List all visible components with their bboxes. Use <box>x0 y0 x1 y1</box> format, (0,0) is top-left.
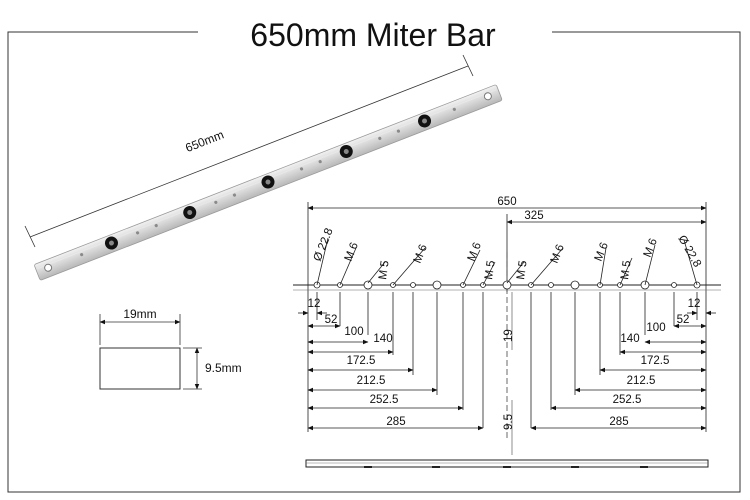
left-dim-label: 100 <box>344 326 363 338</box>
plan-hole <box>570 280 580 290</box>
photo-small-hole <box>80 253 84 257</box>
photo-disc <box>418 114 432 128</box>
page-title: 650mm Miter Bar <box>250 17 496 53</box>
callout-m5: M 5 <box>377 260 392 281</box>
bar-photo: 650mm <box>24 54 503 281</box>
photo-length-dimension-line <box>29 65 469 238</box>
right-dim-label: 252.5 <box>613 394 642 406</box>
photo-small-hole <box>135 231 140 235</box>
callout-m6: M 6 <box>466 241 484 263</box>
plan-hole <box>363 280 373 290</box>
photo-small-hole <box>232 193 237 197</box>
right-dim-label: 100 <box>646 322 665 334</box>
cross-section: 19mm 9.5mm <box>99 307 242 390</box>
photo-end-screw-right <box>483 92 492 101</box>
bar-width-label: 19 <box>503 329 515 342</box>
right-dim-label: 52 <box>677 314 690 326</box>
photo-small-hole <box>318 160 322 164</box>
cross-section-profile <box>99 347 181 390</box>
left-dim-label: 285 <box>386 416 405 428</box>
drawing-labels: 650 325 Ø 22.8 M 6 M 5 M 6 M 6 M 5 M 5 M… <box>308 196 703 430</box>
half-length-label: 325 <box>524 210 543 222</box>
callout-m5: M 5 <box>483 260 498 281</box>
plan-hole <box>432 280 442 290</box>
left-end-offset-label: 12 <box>308 298 321 310</box>
left-dim-label: 172.5 <box>347 355 376 367</box>
plan-hole <box>671 282 677 288</box>
side-view-stud <box>503 466 511 468</box>
callout-m5: M 5 <box>515 260 530 281</box>
technical-drawing <box>293 202 721 468</box>
plan-holes <box>313 280 701 290</box>
overall-length-label: 650 <box>497 196 516 208</box>
callout-diameter-left: Ø 22.8 <box>312 227 336 264</box>
photo-end-screw-left <box>44 263 53 272</box>
right-dim-label: 212.5 <box>627 375 656 387</box>
photo-disc <box>261 175 275 189</box>
photo-disc <box>104 236 118 250</box>
photo-small-hole <box>214 200 218 204</box>
side-view-stud <box>571 466 579 468</box>
side-view-bar <box>305 459 709 468</box>
callout-m6: M 6 <box>412 243 430 265</box>
photo-length-label: 650mm <box>183 127 225 155</box>
plan-hole <box>410 282 416 288</box>
side-view-stud <box>364 466 372 468</box>
photo-small-hole <box>154 223 158 228</box>
right-dimension-lines <box>530 292 716 432</box>
side-view <box>305 459 709 468</box>
callout-m6: M 6 <box>593 241 611 263</box>
callout-m5: M 5 <box>619 260 634 281</box>
photo-small-hole <box>396 129 401 133</box>
callout-diameter-right: Ø 22.8 <box>675 234 703 270</box>
plan-hole <box>502 280 512 290</box>
photo-small-hole <box>378 136 382 141</box>
callout-m6: M 6 <box>549 243 567 265</box>
cross-section-width-label: 19mm <box>123 307 156 321</box>
cross-section-height-label: 9.5mm <box>205 361 242 375</box>
right-dim-label: 140 <box>620 333 639 345</box>
bar-height-label: 9.5 <box>503 414 515 430</box>
side-view-stud <box>640 466 648 468</box>
right-dim-label: 285 <box>609 416 628 428</box>
side-view-stud <box>432 466 440 468</box>
outer-frame <box>7 31 741 493</box>
photo-disc <box>183 206 197 220</box>
left-dim-label: 52 <box>325 314 338 326</box>
left-dim-label: 140 <box>373 333 392 345</box>
callout-m6: M 6 <box>642 237 660 259</box>
left-dimension-lines <box>298 292 484 432</box>
left-dim-label: 252.5 <box>370 394 399 406</box>
plan-hole <box>548 282 554 288</box>
right-dim-label: 172.5 <box>641 355 670 367</box>
photo-small-hole <box>299 167 304 171</box>
callout-m6: M 6 <box>343 241 361 263</box>
photo-disc <box>339 144 353 158</box>
photo-small-hole <box>452 107 456 111</box>
right-end-offset-label: 12 <box>688 298 701 310</box>
callout-leaders <box>316 237 698 286</box>
left-dim-label: 212.5 <box>357 375 386 387</box>
